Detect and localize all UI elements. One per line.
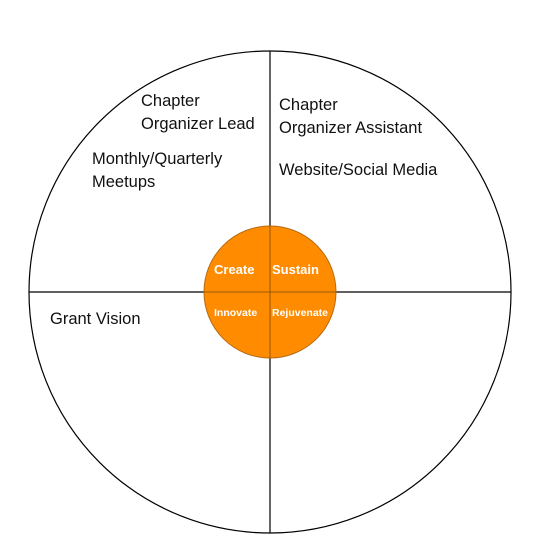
- top-left-task-line1: Monthly/Quarterly: [92, 150, 223, 168]
- top-left-role-line1: Chapter: [141, 92, 200, 110]
- center-label-sustain: Sustain: [272, 262, 319, 277]
- center-label-create: Create: [214, 262, 254, 277]
- top-left-role-line2: Organizer Lead: [141, 115, 255, 133]
- top-right-role-line1: Chapter: [279, 96, 338, 114]
- center-cycle: Create Sustain Innovate Rejuvenate: [203, 225, 337, 359]
- center-label-innovate: Innovate: [214, 307, 257, 319]
- top-right-role-line2: Organizer Assistant: [279, 119, 422, 137]
- top-left-task-line2: Meetups: [92, 173, 155, 191]
- top-right-task: Website/Social Media: [279, 161, 438, 179]
- bottom-left-task: Grant Vision: [50, 310, 141, 328]
- center-label-rejuvenate: Rejuvenate: [272, 307, 328, 319]
